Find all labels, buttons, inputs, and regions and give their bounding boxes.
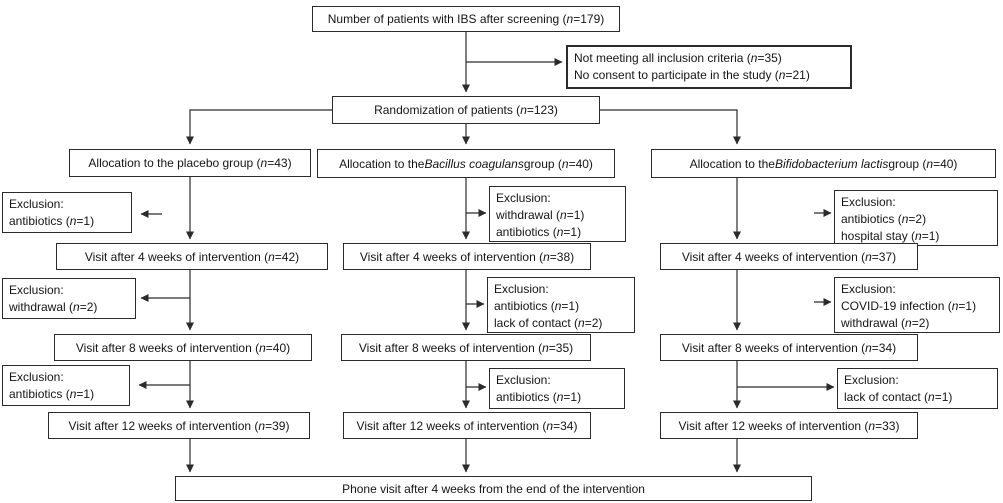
exclusion-line: antibiotics (n=1)	[494, 299, 580, 313]
screening-exclusion-box: Not meeting all inclusion criteria (n=35…	[566, 45, 852, 89]
visit-4w-box-placebo: Visit after 4 weeks of intervention (n=4…	[56, 243, 328, 270]
allocation-box-bifido: Allocation to the Bifidobacterium lactis…	[651, 149, 996, 178]
randomization-box: Randomization of patients (n=123)	[332, 96, 600, 124]
exclusion-line: COVID-19 infection (n=1)	[841, 299, 977, 313]
exclusion-line: antibiotics (n=1)	[496, 390, 582, 404]
exclusion-title: Exclusion:	[9, 370, 64, 384]
exclusion-line: antibiotics (n=1)	[9, 387, 95, 401]
exclusion-box-bacillus-3: Exclusion: antibiotics (n=1)	[489, 368, 625, 409]
exclusion-title: Exclusion:	[9, 197, 64, 211]
visit-4w-box-bifido: Visit after 4 weeks of intervention (n=3…	[660, 243, 918, 270]
exclusion-line: hospital stay (n=1)	[841, 229, 940, 243]
exclusion-box-bacillus-2: Exclusion: antibiotics (n=1) lack of con…	[487, 277, 635, 333]
exclusion-title: Exclusion:	[844, 373, 899, 387]
exclusion-title: Exclusion:	[496, 373, 551, 387]
exclusion-line: withdrawal (n=2)	[9, 300, 98, 314]
exclusion-line: withdrawal (n=1)	[496, 208, 585, 222]
visit-12w-box-bacillus: Visit after 12 weeks of intervention (n=…	[343, 412, 591, 439]
exclusion-line: withdrawal (n=2)	[841, 316, 930, 330]
exclusion-title: Exclusion:	[496, 191, 551, 205]
exclusion-box-placebo-1: Exclusion: antibiotics (n=1)	[2, 192, 132, 233]
visit-8w-box-bifido: Visit after 8 weeks of intervention (n=3…	[660, 334, 918, 361]
exclusion-box-bacillus-1: Exclusion: withdrawal (n=1) antibiotics …	[489, 186, 626, 242]
exclusion-box-placebo-3: Exclusion: antibiotics (n=1)	[2, 365, 130, 406]
allocation-box-placebo: Allocation to the placebo group (n=43)	[69, 149, 311, 177]
visit-8w-box-bacillus: Visit after 8 weeks of intervention (n=3…	[341, 334, 591, 361]
exclusion-box-bifido-1: Exclusion: antibiotics (n=2) hospital st…	[834, 190, 998, 246]
exclusion-box-bifido-2: Exclusion: COVID-19 infection (n=1) with…	[834, 277, 1000, 333]
exclusion-title: Exclusion:	[841, 282, 896, 296]
exclusion-line: antibiotics (n=1)	[9, 214, 95, 228]
visit-12w-box-bifido: Visit after 12 weeks of intervention (n=…	[660, 412, 918, 439]
exclusion-line: lack of contact (n=1)	[844, 390, 953, 404]
visit-8w-box-placebo: Visit after 8 weeks of intervention (n=4…	[54, 334, 312, 361]
exclusion-box-bifido-3: Exclusion: lack of contact (n=1)	[837, 368, 998, 409]
visit-4w-box-bacillus: Visit after 4 weeks of intervention (n=3…	[343, 243, 591, 270]
exclusion-line: No consent to participate in the study (…	[574, 68, 810, 82]
exclusion-title: Exclusion:	[494, 282, 549, 296]
visit-12w-box-placebo: Visit after 12 weeks of intervention (n=…	[48, 412, 310, 439]
exclusion-title: Exclusion:	[841, 195, 896, 209]
exclusion-title: Exclusion:	[9, 283, 64, 297]
exclusion-box-placebo-2: Exclusion: withdrawal (n=2)	[2, 278, 136, 319]
phone-visit-box: Phone visit after 4 weeks from the end o…	[175, 476, 812, 501]
allocation-box-bacillus: Allocation to the Bacillus coagulans gro…	[317, 149, 615, 178]
exclusion-line: Not meeting all inclusion criteria (n=35…	[574, 51, 782, 65]
exclusion-line: antibiotics (n=1)	[496, 225, 582, 239]
screening-box: Number of patients with IBS after screen…	[312, 6, 620, 32]
exclusion-line: lack of contact (n=2)	[494, 316, 603, 330]
exclusion-line: antibiotics (n=2)	[841, 212, 927, 226]
